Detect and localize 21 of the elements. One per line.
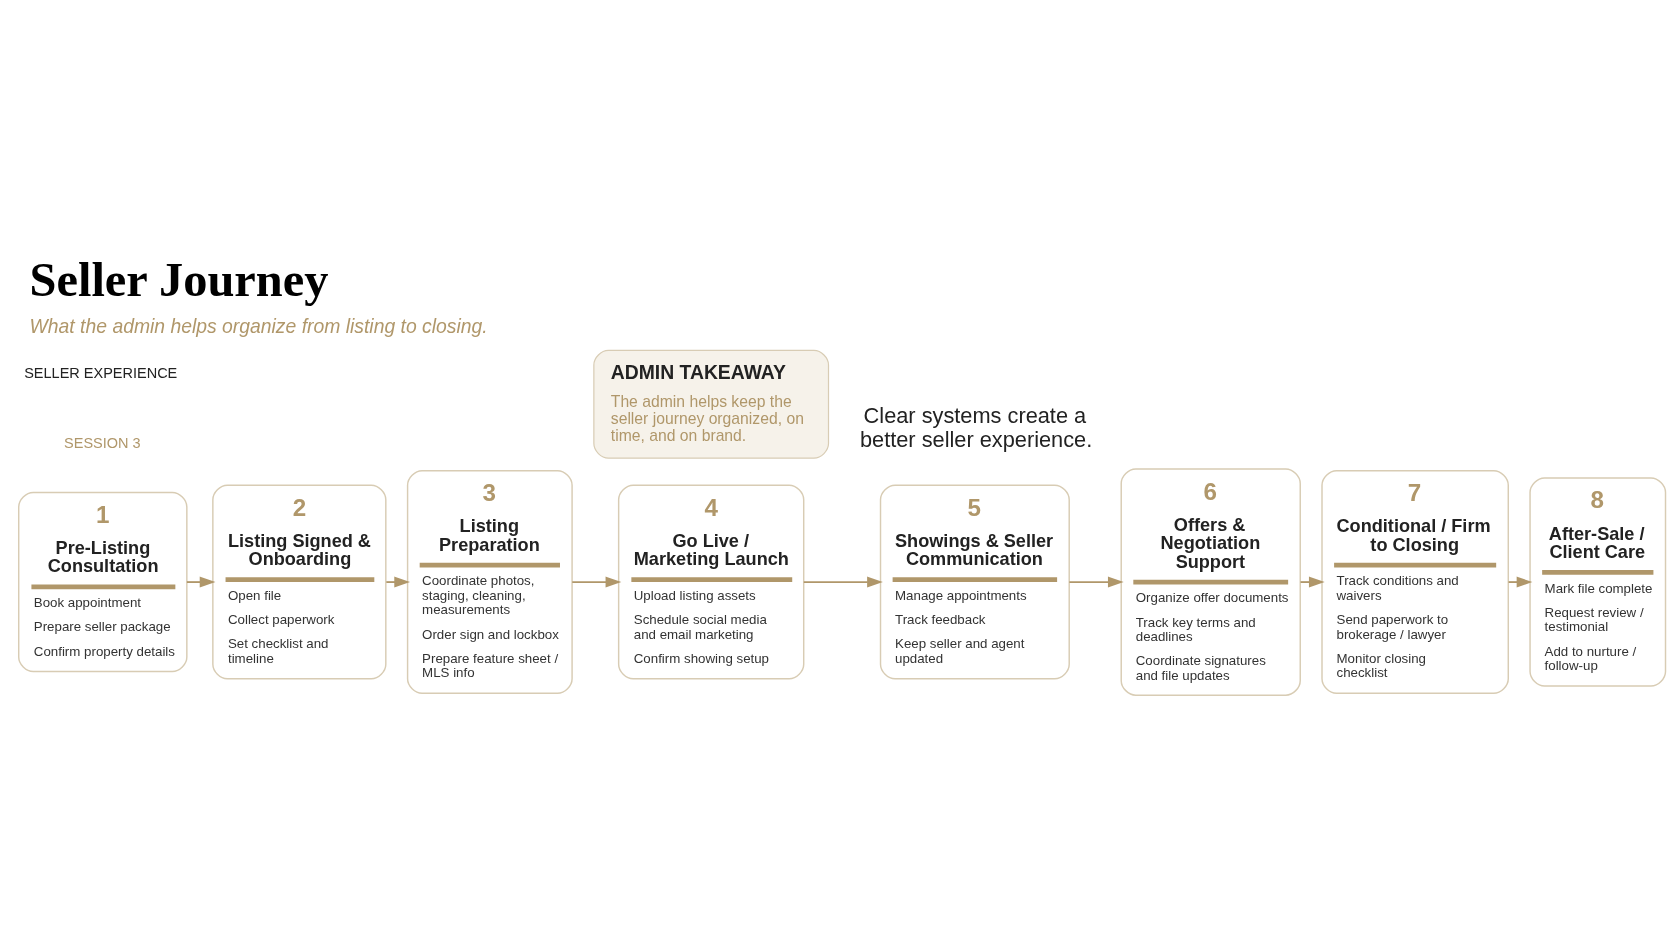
node-box: 8 After-Sale / Client Care Mark file complete Request review / testimonial Add to nurture / follow-up xyxy=(1529,477,1667,687)
label: SESSION 3 xyxy=(64,434,141,451)
node-box: 3 Listing Preparation Coordinate photos, staging, cleaning, measurements Order sign and lockbox Prepare feature sheet / MLS info xyxy=(406,470,573,695)
node-box: 7 Conditional / Firm to Closing Track conditions and waivers Send paperwork to brokerage / lawyer Monitor closing checklist xyxy=(1321,470,1509,695)
caption: What the admin helps organize from listing to closing. xyxy=(29,315,488,338)
arrow xyxy=(385,576,411,588)
node-box: 5 Showings & Seller Communication Manage appointments Track feedback Keep seller and agent updated xyxy=(879,484,1070,680)
arrow xyxy=(185,576,216,588)
arrow xyxy=(1507,576,1533,588)
node-box: 2 Listing Signed & Onboarding Open file Collect paperwork Set checklist and timeline xyxy=(212,484,387,680)
label: SELLER EXPERIENCE xyxy=(24,364,178,381)
arrow xyxy=(1299,576,1325,588)
arrow xyxy=(1068,576,1124,588)
node-box: 4 Go Live / Marketing Launch Upload listing assets Schedule social media and email marketing Confirm showing setup xyxy=(617,484,805,680)
arrow xyxy=(802,576,883,588)
node-box: ADMIN TAKEAWAY The admin helps keep the seller journey organized, on time, and on brand. xyxy=(593,349,830,459)
arrow xyxy=(571,576,622,588)
node-box: 6 Offers & Negotiation Support Organize offer documents Track key terms and deadlines Coordinate signatures and file updates xyxy=(1120,468,1301,696)
diagram-title: Seller Journey xyxy=(29,253,329,307)
node-box: 1 Pre-Listing Consultation Book appointment Prepare seller package Confirm property details xyxy=(18,491,188,673)
label: Clear systems create a better seller experience. xyxy=(859,402,1093,453)
